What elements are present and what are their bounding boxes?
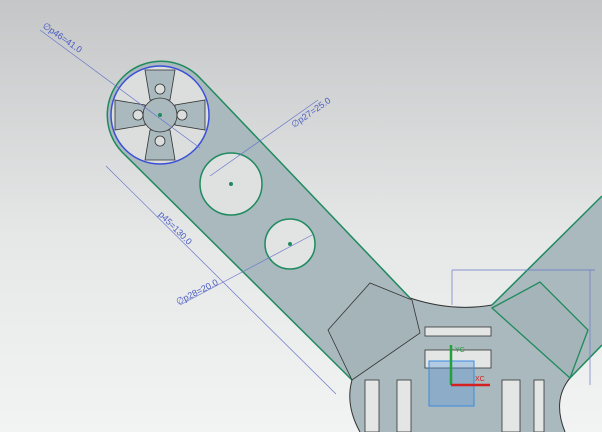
dim-hole-2[interactable]: ∅p28=20.0 [174, 277, 219, 307]
x-axis-label: XC [475, 376, 485, 383]
dim-large-circle[interactable]: ∅p46=41.0 [41, 20, 84, 54]
mount-pad-right [490, 281, 589, 380]
motor-screw-holes [132, 83, 188, 147]
motor-spokes [114, 69, 206, 161]
dim-hole-1[interactable]: ∅p27=25.0 [289, 95, 332, 129]
y-axis-label: YC [455, 347, 465, 354]
dimension-lines [39, 29, 595, 395]
mount-pad-left [327, 282, 421, 381]
part-outline [106, 60, 602, 381]
body-arcs [349, 297, 571, 432]
